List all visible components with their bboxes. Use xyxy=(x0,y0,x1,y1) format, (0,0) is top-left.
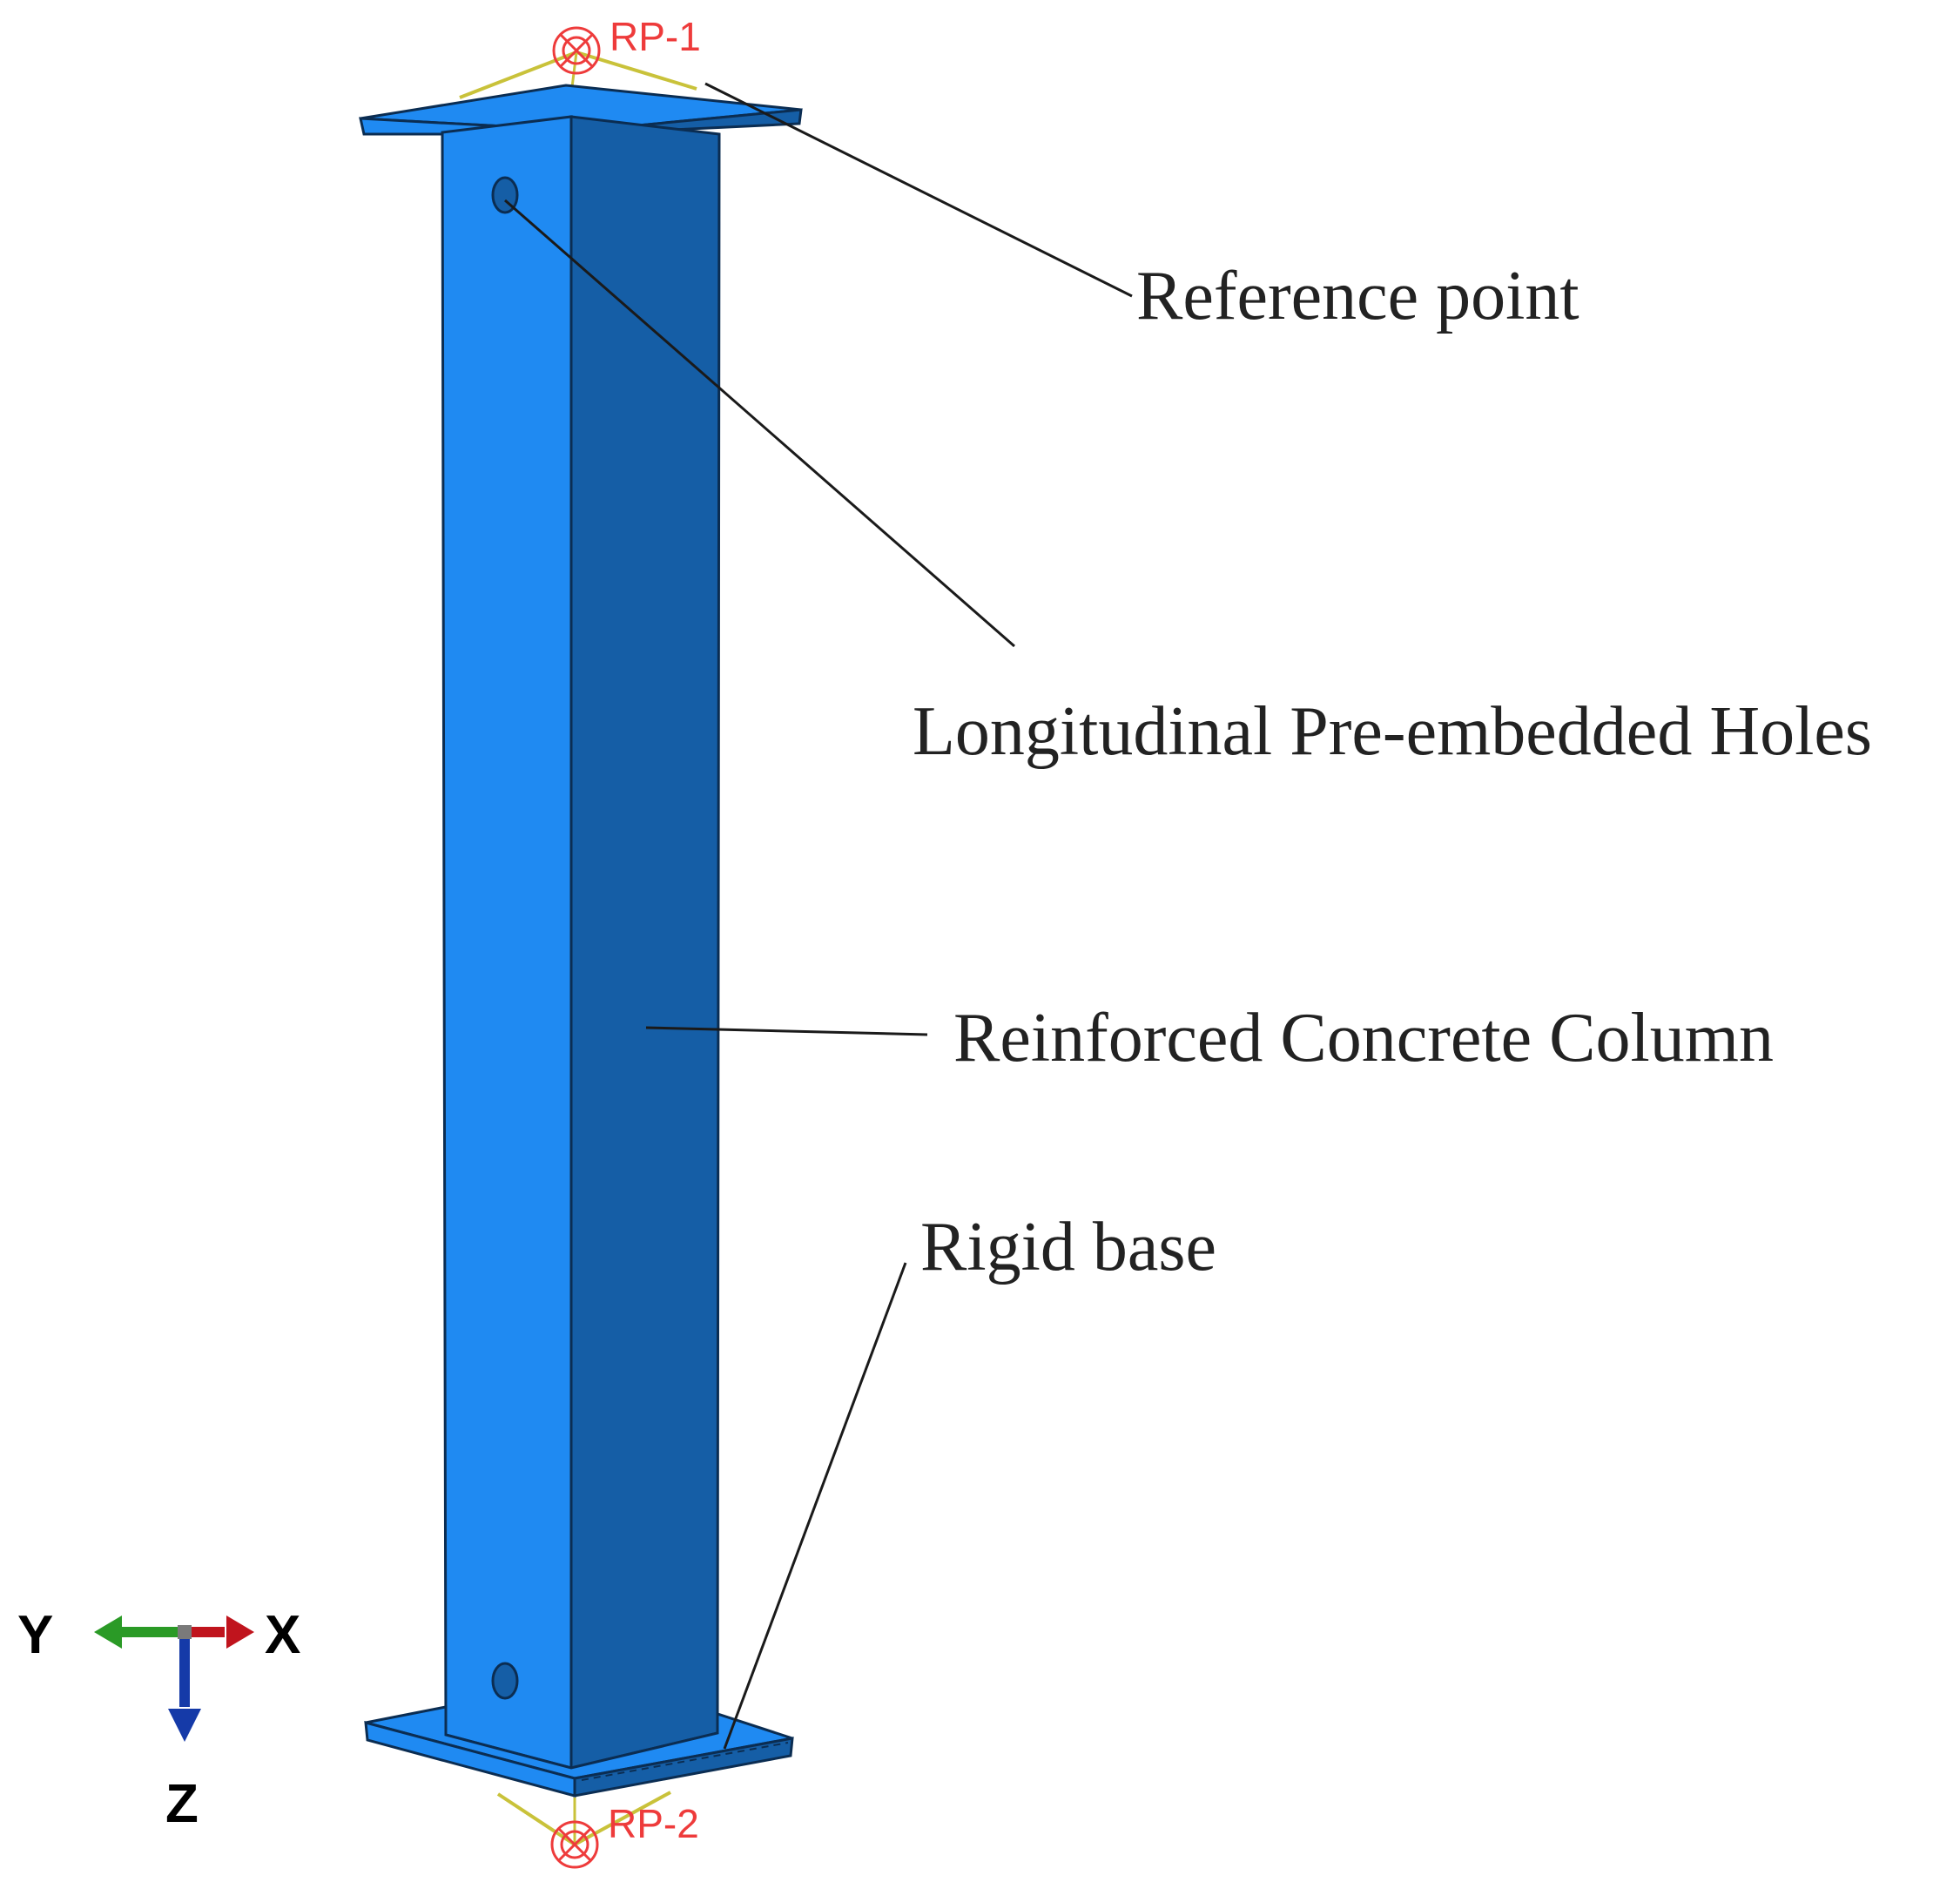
rp1-label: RP-1 xyxy=(610,14,701,59)
leader-holes xyxy=(504,199,1015,648)
pre-embedded-hole-top[interactable] xyxy=(491,176,519,214)
axis-z-label: Z xyxy=(165,1774,199,1834)
rp2-label: RP-2 xyxy=(608,1801,699,1846)
x-axis-arrow-icon xyxy=(226,1616,254,1649)
leader-reference-point xyxy=(704,82,1133,298)
y-axis-arrow-icon xyxy=(94,1616,122,1649)
leader-base xyxy=(723,1262,907,1750)
axis-y-label: Y xyxy=(17,1605,53,1665)
callout-reference-point: Reference point xyxy=(1136,258,1579,334)
bottom-plate[interactable] xyxy=(364,1705,794,1798)
callout-base: Rigid base xyxy=(920,1209,1216,1285)
column-side-face[interactable] xyxy=(569,115,721,1770)
column-front-face[interactable] xyxy=(441,115,573,1770)
axis-triad xyxy=(94,1616,254,1742)
pre-embedded-hole-bottom[interactable] xyxy=(491,1662,519,1700)
callout-column: Reinforced Concrete Column xyxy=(953,1000,1774,1076)
leader-column xyxy=(645,1026,928,1036)
axis-x-label: X xyxy=(265,1605,300,1665)
z-axis-arrow-icon xyxy=(168,1709,201,1742)
rp2-marker-icon[interactable] xyxy=(550,1820,599,1869)
rp1-marker-icon[interactable] xyxy=(552,26,601,75)
callout-holes: Longitudinal Pre-embedded Holes xyxy=(913,693,1872,770)
